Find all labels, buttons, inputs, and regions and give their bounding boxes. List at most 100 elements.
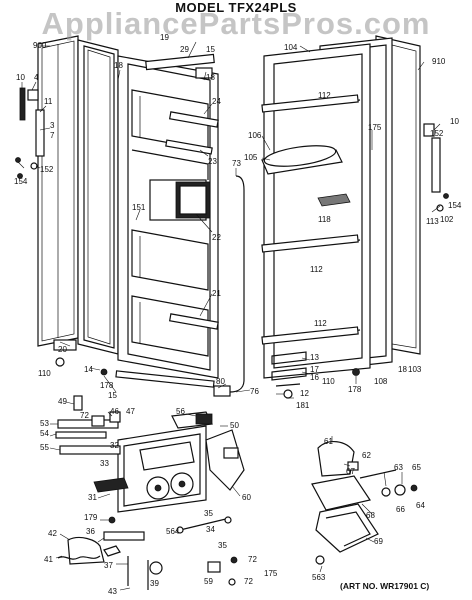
callout-32: 32 [110, 441, 119, 450]
callout-35-a: 35 [204, 509, 213, 518]
dispenser-motor-parts [171, 411, 245, 586]
diagram-title: MODEL TFX24PLS [175, 0, 297, 15]
callout-103: 103 [408, 365, 422, 374]
callout-112-a: 112 [318, 91, 331, 100]
callout-54: 54 [40, 429, 49, 438]
dispenser-front-parts [55, 395, 129, 493]
callout-151: 151 [132, 203, 146, 212]
callout-37: 37 [104, 561, 113, 570]
callout-3: 3 [50, 121, 55, 130]
callout-181: 181 [296, 401, 310, 410]
callout-178-right: 178 [348, 385, 362, 394]
callout-72-a: 72 [80, 411, 89, 420]
callout-29: 29 [180, 45, 189, 54]
callout-15-a: 15 [206, 45, 215, 54]
callout-18-a: 18 [114, 61, 123, 70]
callout-50: 50 [230, 421, 239, 430]
callout-564: 564 [166, 527, 180, 536]
callout-56: 56 [176, 407, 185, 416]
callout-59: 59 [204, 577, 213, 586]
callout-110-right: 110 [322, 377, 335, 386]
callout-63: 63 [394, 463, 403, 472]
callout-18-c: 18 [398, 365, 407, 374]
callout-41: 41 [44, 555, 53, 564]
callout-106: 106 [248, 131, 262, 140]
callout-43: 43 [108, 587, 117, 596]
callout-42: 42 [48, 529, 57, 538]
callout-14: 14 [84, 365, 93, 374]
callout-179: 179 [84, 513, 98, 522]
callout-76: 76 [250, 387, 259, 396]
door-hinge-parts [15, 53, 215, 388]
callout-61: 61 [324, 437, 333, 446]
callout-53: 53 [40, 419, 49, 428]
callout-10: 10 [16, 73, 25, 82]
callout-21: 21 [212, 289, 221, 298]
callout-563: 563 [312, 573, 326, 582]
callout-154-left: 154 [14, 177, 28, 186]
callout-33: 33 [100, 459, 109, 468]
callout-72-b: 72 [248, 555, 257, 564]
callout-22: 22 [212, 233, 221, 242]
callout-15-b: 15 [108, 391, 117, 400]
callout-108: 108 [374, 377, 388, 386]
callout-7: 7 [50, 131, 55, 140]
callout-65: 65 [412, 463, 421, 472]
callout-31: 31 [88, 493, 97, 502]
callout-910: 910 [432, 57, 446, 66]
callout-labels: 900 10 4 11 3 7 154 152 18 19 29 15 18 2… [14, 33, 462, 596]
callout-36: 36 [86, 527, 95, 536]
callout-68: 68 [366, 511, 375, 520]
leader-lines [17, 41, 441, 591]
callout-49: 49 [58, 397, 67, 406]
callout-23: 23 [208, 157, 217, 166]
callout-46: 46 [110, 407, 119, 416]
callout-62: 62 [362, 451, 371, 460]
callout-112-b: 112 [310, 265, 323, 274]
callout-175-b: 175 [264, 569, 278, 578]
art-number: (ART NO. WR17901 C) [340, 581, 430, 591]
callout-113: 113 [426, 217, 439, 226]
callout-69: 69 [374, 537, 383, 546]
freezer-door-gasket [77, 39, 119, 355]
callout-73: 73 [232, 159, 241, 168]
callout-19: 19 [160, 33, 169, 42]
ice-maker-assembly [311, 441, 418, 565]
door-shelves [165, 111, 219, 330]
callout-11: 11 [44, 97, 53, 106]
callout-66: 66 [396, 505, 405, 514]
callout-64: 64 [416, 501, 425, 510]
callout-67: 67 [346, 467, 355, 476]
dispenser-actuator-parts [57, 516, 163, 590]
callout-39: 39 [150, 579, 159, 588]
callout-175-a: 175 [368, 123, 382, 132]
callout-12: 12 [300, 389, 309, 398]
callout-35-b: 35 [218, 541, 227, 550]
callout-80: 80 [216, 377, 225, 386]
callout-178-left: 178 [100, 381, 114, 390]
callout-34: 34 [206, 525, 215, 534]
callout-152-right: 152 [430, 129, 444, 138]
callout-112-c: 112 [314, 319, 327, 328]
callout-20: 20 [58, 345, 67, 354]
callout-16: 16 [310, 373, 319, 382]
callout-72-c: 72 [244, 577, 253, 586]
callout-110-left: 110 [38, 369, 51, 378]
callout-10-right: 10 [450, 117, 459, 126]
fresh-food-door-shelves [261, 94, 359, 345]
callout-55: 55 [40, 443, 49, 452]
dispenser-housing [117, 425, 207, 513]
callout-104: 104 [284, 43, 298, 52]
callout-102: 102 [440, 215, 454, 224]
callout-154-right: 154 [448, 201, 462, 210]
callout-60: 60 [242, 493, 251, 502]
watermark-text: AppliancePartsPros.com [41, 6, 431, 41]
callout-24: 24 [212, 97, 221, 106]
callout-118: 118 [318, 215, 331, 224]
callout-152-left: 152 [40, 165, 54, 174]
callout-900: 900 [33, 41, 47, 50]
callout-17: 17 [310, 365, 319, 374]
callout-13: 13 [310, 353, 319, 362]
